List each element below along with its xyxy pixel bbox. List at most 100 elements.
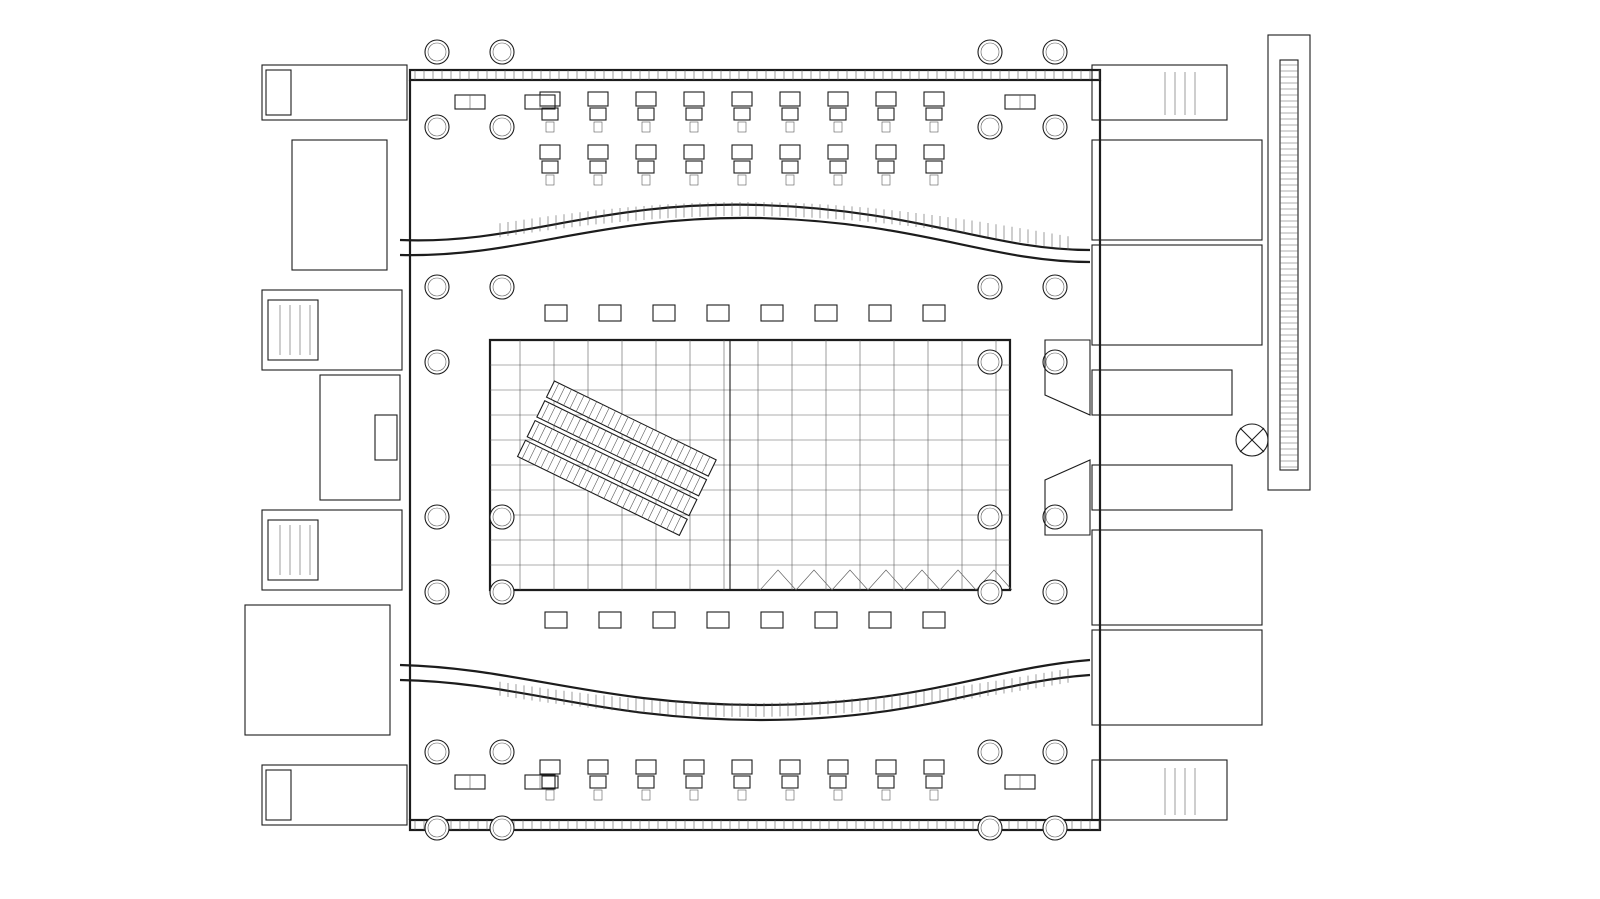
column — [424, 815, 450, 841]
column — [424, 504, 450, 530]
desk — [731, 759, 753, 801]
curved-gallery-top — [399, 202, 1091, 264]
table — [760, 611, 784, 629]
curved-gallery-bottom — [399, 658, 1091, 722]
column — [489, 504, 515, 530]
stair-left-top — [279, 305, 311, 355]
column — [424, 274, 450, 300]
gallery-railing-top — [499, 202, 1069, 251]
column — [977, 114, 1003, 140]
column — [1042, 504, 1068, 530]
table — [814, 611, 838, 629]
right-service-core — [1044, 64, 1263, 821]
desk — [539, 144, 561, 186]
left-service-core-bottom — [244, 509, 408, 826]
table — [1004, 94, 1036, 110]
table — [868, 304, 892, 322]
column — [489, 815, 515, 841]
desk — [683, 759, 705, 801]
left-bridge — [319, 374, 401, 501]
external-escalator — [1235, 34, 1311, 491]
desk — [827, 144, 849, 186]
column — [977, 39, 1003, 65]
column — [424, 739, 450, 765]
table — [868, 611, 892, 629]
desk — [779, 144, 801, 186]
desk — [683, 91, 705, 133]
desk — [875, 91, 897, 133]
revolving-door-icon — [1235, 423, 1269, 457]
desk — [683, 144, 705, 186]
table — [706, 611, 730, 629]
left-service-core-top — [261, 64, 408, 371]
desk — [827, 91, 849, 133]
table — [544, 611, 568, 629]
desk — [779, 91, 801, 133]
stair-right-top — [1164, 72, 1196, 115]
stair-left-bottom — [279, 525, 311, 575]
column — [424, 349, 450, 375]
table — [652, 611, 676, 629]
desk — [923, 144, 945, 186]
table — [524, 774, 556, 790]
gallery-railing-bottom — [499, 668, 1069, 717]
column — [424, 579, 450, 605]
desk — [827, 759, 849, 801]
column — [977, 579, 1003, 605]
desk — [635, 91, 657, 133]
desk — [539, 759, 561, 801]
column — [977, 815, 1003, 841]
table — [524, 94, 556, 110]
column — [489, 114, 515, 140]
column — [424, 114, 450, 140]
table — [922, 611, 946, 629]
table — [598, 304, 622, 322]
column — [977, 349, 1003, 375]
column — [977, 739, 1003, 765]
desk — [779, 759, 801, 801]
atrium-escalators — [516, 380, 717, 537]
desk — [539, 91, 561, 133]
desk — [587, 144, 609, 186]
stair-right-bottom — [1164, 768, 1196, 815]
column — [1042, 815, 1068, 841]
desk — [635, 144, 657, 186]
column — [1042, 274, 1068, 300]
structural-columns — [424, 39, 1068, 841]
escalator-steps — [521, 383, 711, 533]
table — [454, 774, 486, 790]
column — [977, 274, 1003, 300]
table — [454, 94, 486, 110]
column — [424, 39, 450, 65]
column — [489, 274, 515, 300]
desk — [731, 144, 753, 186]
table — [760, 304, 784, 322]
workstations — [454, 91, 1036, 801]
column — [489, 739, 515, 765]
desk — [875, 759, 897, 801]
column — [1042, 579, 1068, 605]
table — [814, 304, 838, 322]
desk — [875, 144, 897, 186]
table — [598, 611, 622, 629]
column — [1042, 739, 1068, 765]
table — [1004, 774, 1036, 790]
desk — [587, 91, 609, 133]
table — [706, 304, 730, 322]
table — [544, 304, 568, 322]
desk — [731, 91, 753, 133]
column — [1042, 114, 1068, 140]
facade-mullions-top — [414, 70, 1100, 80]
column — [977, 504, 1003, 530]
column — [489, 39, 515, 65]
column — [489, 579, 515, 605]
desk — [635, 759, 657, 801]
table — [922, 304, 946, 322]
external-escalator-steps — [1280, 64, 1298, 468]
main-hall-outline — [408, 68, 1102, 832]
desk — [923, 759, 945, 801]
column — [1042, 349, 1068, 375]
table — [652, 304, 676, 322]
